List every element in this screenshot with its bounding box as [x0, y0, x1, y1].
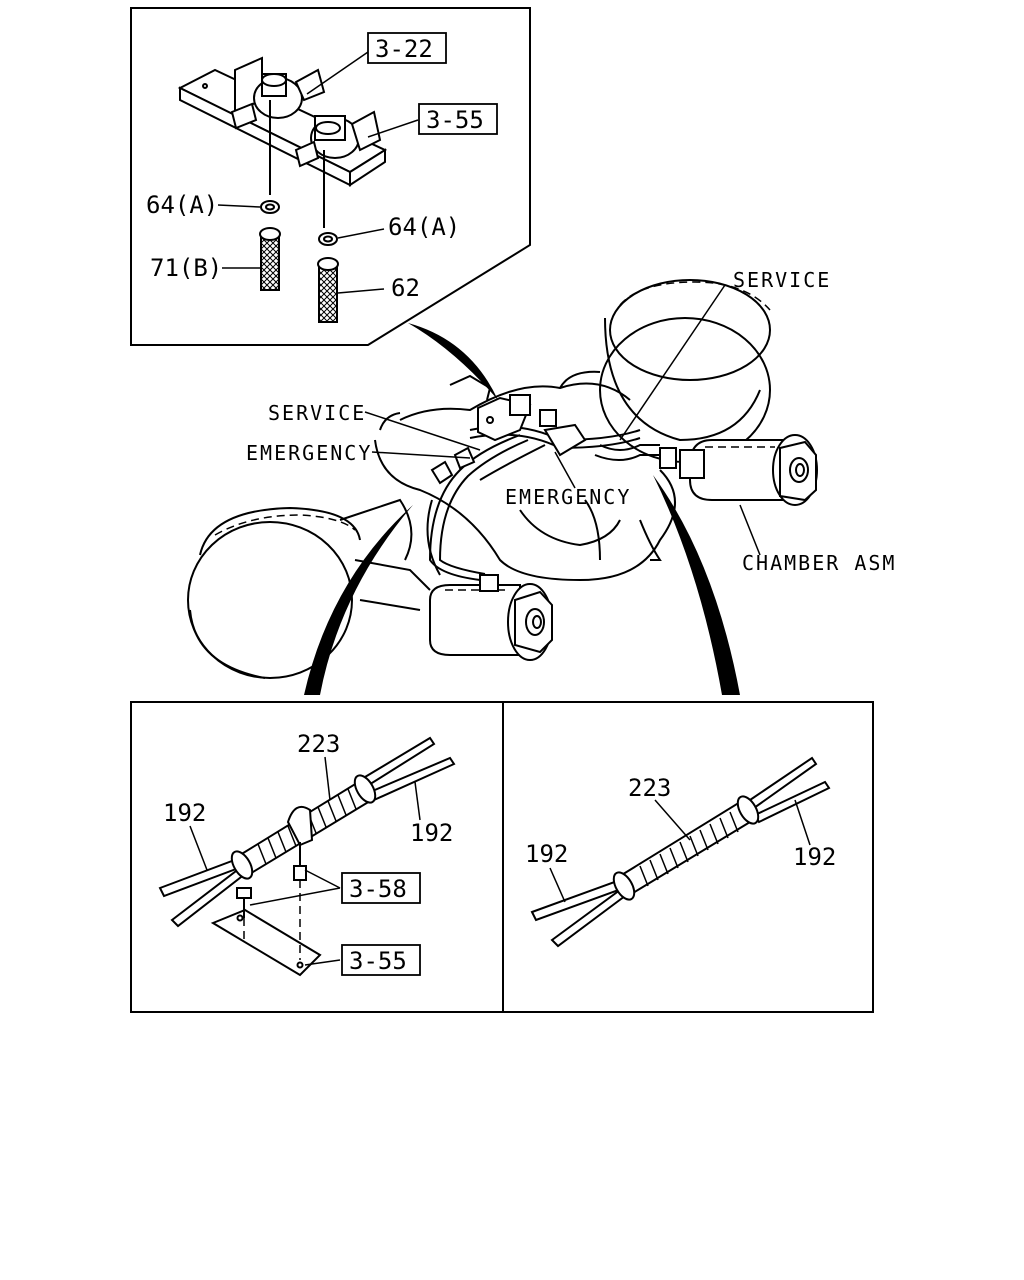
label-192-right-b: 192 [793, 843, 836, 871]
bottom-panels: 223 192 192 3-58 3-55 [130, 701, 874, 1013]
ref-box-3-55-top [418, 103, 498, 135]
pointer-wedge-right [653, 475, 740, 695]
ref-3-55-top: 3-55 [426, 106, 484, 134]
axle-assembly-view: SERVICE SERVICE EMERGENCY EMERGENCY CHAM… [187, 268, 896, 695]
label-64a-left: 64(A) [146, 191, 218, 219]
ref-box-3-22 [367, 32, 447, 64]
brake-chamber-asm-right [689, 434, 818, 506]
ref-3-22: 3-22 [375, 35, 433, 63]
top-inset-frame [130, 7, 531, 346]
ref-box-3-55-bottom [341, 944, 421, 976]
label-chamber-asm: CHAMBER ASM [742, 551, 896, 575]
label-service-right: SERVICE [733, 268, 831, 292]
ref-box-3-58 [341, 872, 421, 904]
harness-with-clamp: 223 192 192 3-58 3-55 [158, 730, 456, 977]
label-192-right-a: 192 [525, 840, 568, 868]
top-inset-panel: 3-22 3-55 64(A) 64(A) 71(B) 62 [130, 7, 531, 346]
label-192-left-b: 192 [410, 819, 453, 847]
brake-drum-left [187, 506, 361, 679]
ref-3-55-bottom: 3-55 [349, 947, 407, 975]
harness-plain: 223 192 192 [525, 756, 836, 948]
brake-chamber-left [429, 583, 553, 661]
axle-housing [339, 370, 676, 611]
pointer-wedge-top [408, 323, 498, 400]
label-64a-right: 64(A) [388, 213, 460, 241]
label-192-left-a: 192 [163, 799, 206, 827]
relay-valve-main [477, 394, 587, 457]
label-223-left: 223 [297, 730, 340, 758]
hose-71b [259, 227, 281, 291]
label-71b: 71(B) [150, 254, 222, 282]
ref-3-58: 3-58 [349, 875, 407, 903]
label-62: 62 [391, 274, 420, 302]
label-service-left: SERVICE [268, 401, 366, 425]
hose-62 [317, 257, 339, 323]
label-223-right: 223 [628, 774, 671, 802]
pointer-wedge-left [304, 505, 413, 695]
relay-valve-bracket [177, 56, 388, 187]
brake-drum-right [599, 279, 771, 463]
washer-64a-right [318, 232, 338, 246]
label-emergency-center: EMERGENCY [505, 485, 631, 509]
washer-64a-left [260, 200, 280, 214]
label-emergency-left: EMERGENCY [246, 441, 372, 465]
